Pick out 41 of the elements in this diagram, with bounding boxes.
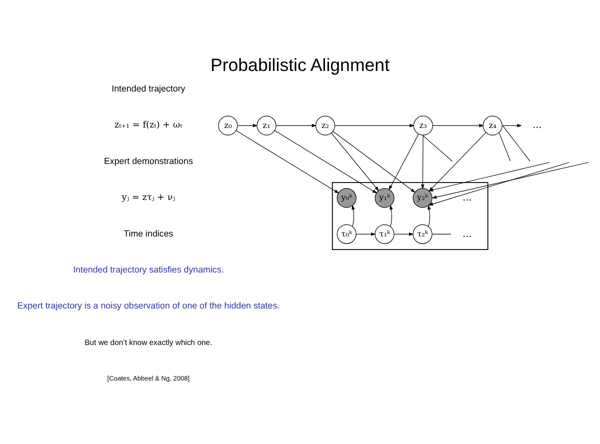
label: zₜ₊₁ = f(zₜ) + ωₜ [114, 120, 182, 131]
connector [502, 125, 530, 162]
arrow [332, 130, 416, 193]
arrow [502, 124, 522, 128]
arrow [356, 232, 376, 236]
node-circle: τ₀ᵏ [336, 224, 356, 244]
label: Time indices [124, 228, 174, 238]
label: Intended trajectory [112, 83, 186, 94]
arrow [331, 132, 379, 192]
arrow [352, 204, 355, 227]
arrow [388, 134, 419, 190]
node-circle: z₃ [413, 116, 433, 136]
arrow [394, 232, 414, 236]
arrow [390, 204, 393, 227]
arrow [432, 162, 589, 199]
label: Expert demonstrations [104, 156, 193, 166]
arrow [428, 204, 431, 227]
connector [422, 135, 452, 162]
arrow [237, 124, 258, 128]
label: Expert trajectory is a noisy observation of one of the hidden states. [17, 300, 280, 311]
arrow [274, 130, 378, 194]
label: Intended trajectory satisfies dynamics. [73, 264, 224, 274]
node-text: ... [532, 119, 542, 132]
arrow [236, 130, 340, 194]
node-circle: y₁ᵏ [374, 188, 394, 208]
arrow [432, 124, 484, 128]
node-circle: z₄ [482, 116, 502, 136]
node-circle: τ₂ᵏ [412, 224, 432, 244]
label: yⱼ = zτⱼ + νⱼ [122, 193, 176, 204]
arrow [334, 124, 414, 128]
node-circle: z₀ [218, 116, 238, 136]
node-circle: y₀ᵏ [336, 188, 356, 208]
node-circle: τ₁ᵏ [374, 224, 394, 244]
diagram-title: Probabilistic Alignment [210, 54, 390, 75]
connector [498, 132, 511, 162]
node-text: ... [462, 228, 472, 240]
arrow [276, 124, 317, 128]
node-circle: z₁ [256, 116, 276, 136]
arrow [421, 134, 424, 190]
node-text: ... [462, 192, 472, 204]
node-circle: z₂ [315, 116, 336, 136]
